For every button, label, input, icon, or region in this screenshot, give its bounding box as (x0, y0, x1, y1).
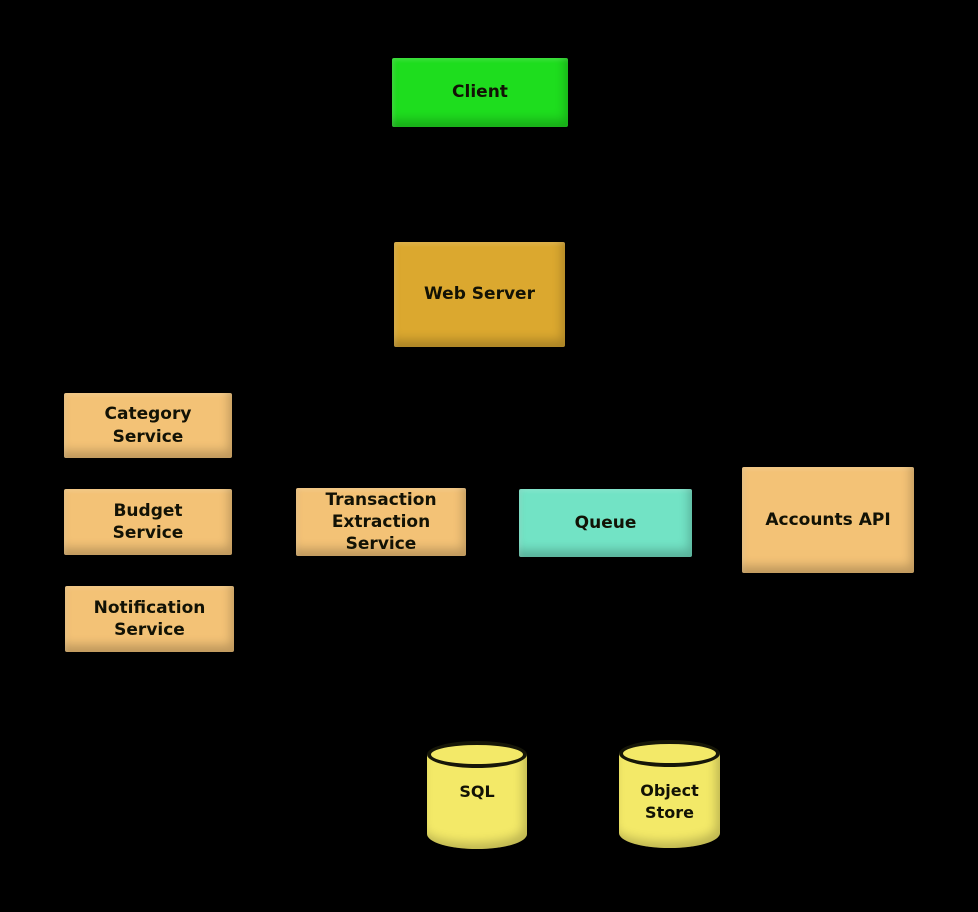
cylinder-body (619, 753, 720, 848)
node-sql-label: SQL (459, 782, 495, 801)
node-object-store: Object Store (619, 740, 720, 848)
node-sql-database: SQL (427, 741, 527, 849)
node-client: Client (392, 58, 568, 127)
node-notification-service-label: Notification Service (93, 597, 206, 640)
node-queue: Queue (519, 489, 692, 557)
node-transaction-extraction-service-label: Transaction Extraction Service (325, 489, 437, 555)
node-budget-service-label: Budget Service (112, 500, 184, 543)
node-client-label: Client (452, 82, 508, 103)
node-budget-service: Budget Service (64, 489, 232, 555)
cylinder-body (427, 754, 527, 849)
node-transaction-extraction-service: Transaction Extraction Service (296, 488, 466, 556)
node-web-server: Web Server (394, 242, 565, 347)
node-category-service: Category Service (64, 393, 232, 458)
cylinder-top (619, 740, 720, 767)
node-category-service-label: Category Service (104, 404, 192, 447)
node-accounts-api: Accounts API (742, 467, 914, 573)
cylinder-top (427, 741, 527, 768)
node-accounts-api-label: Accounts API (765, 509, 891, 530)
node-queue-label: Queue (574, 512, 637, 533)
node-object-store-label: Object Store (640, 781, 699, 822)
node-web-server-label: Web Server (424, 284, 535, 305)
node-notification-service: Notification Service (65, 586, 234, 652)
